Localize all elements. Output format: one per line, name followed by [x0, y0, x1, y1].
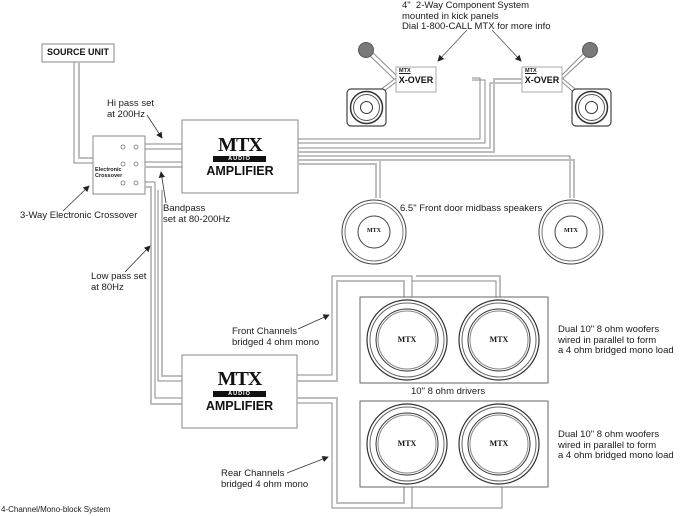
front-sub-left-badge: MTX: [397, 335, 417, 344]
tweeter-left-icon: [358, 42, 374, 58]
crossover-arrow: [62, 185, 90, 212]
midbass-right-wire-2: [298, 159, 575, 198]
low-pass-wire: [145, 181, 182, 399]
rear-sub-right-icon: [458, 403, 540, 485]
xover-right-label: X-OVER: [524, 75, 560, 85]
low-pass-wire-4: [161, 190, 182, 377]
midbass-left-badge: MTX: [367, 228, 381, 234]
xover-left-brand: MTX: [399, 68, 411, 74]
bottom-amp-audio-badge: AUDIO: [213, 391, 266, 397]
diagram-title: 4-Channel/Mono-block System: [1, 505, 111, 514]
rear-woofers-note: Dual 10" 8 ohm woofers wired in parallel…: [558, 429, 674, 461]
front-channels-arrow: [297, 314, 330, 330]
xover-left-box: [395, 66, 437, 93]
midbass-right-badge: MTX: [564, 228, 578, 234]
bottom-amplifier-box: [181, 354, 298, 429]
rear-sub-right-badge: MTX: [489, 439, 509, 448]
rear-sub-wire-3: [412, 487, 503, 509]
note-arrow-right: [491, 29, 522, 62]
xover-left-wire-2: [298, 79, 486, 144]
low-pass-wire-2: [145, 186, 182, 405]
drivers-label: 10" 8 ohm drivers: [411, 386, 486, 397]
front-sub-right-icon: [458, 299, 540, 381]
front-sub-right-badge: MTX: [489, 335, 509, 344]
electronic-crossover-box: [92, 135, 146, 195]
front-sub-wire: [297, 275, 413, 376]
bottom-amp-brand-logo: MTX: [217, 368, 263, 390]
top-amp-label: AMPLIFIER: [206, 164, 274, 178]
component-woofer-left-icon: [346, 88, 387, 127]
rear-channels-arrow: [286, 456, 329, 474]
source-wire: [73, 62, 93, 164]
crossover-label-2: Crossover: [95, 173, 123, 179]
xover-right-box: [521, 66, 563, 93]
crossover-label-1: Electronic: [95, 167, 122, 173]
xover-left-label: X-OVER: [398, 75, 434, 85]
note-arrow-left: [437, 29, 468, 62]
top-amp-audio-badge: AUDIO: [213, 156, 266, 162]
xover-left-wire: [298, 77, 481, 140]
midbass-left-wire-2: [298, 163, 377, 198]
component-system-note: 4" 2-Way Component System mounted in kic…: [402, 0, 551, 32]
front-woofers-note: Dual 10" 8 ohm woofers wired in parallel…: [558, 324, 674, 356]
midbass-right-speaker-icon: [538, 199, 604, 265]
top-amp-brand-logo: MTX: [218, 134, 263, 156]
tweeter-right-icon: [582, 42, 598, 58]
midbass-left-wire: [298, 159, 381, 198]
rear-sub-wire-2: [297, 397, 405, 504]
rear-sub-left-icon: [366, 403, 448, 485]
low-pass-note: Low pass set at 80Hz: [91, 271, 147, 293]
xover-right-wire: [298, 82, 522, 149]
xover-right-wire-2: [298, 78, 522, 153]
front-sub-wire-2: [297, 280, 405, 382]
low-pass-wire-3: [157, 190, 182, 382]
midbass-left-speaker-icon: [341, 199, 407, 265]
rear-channels-callout: Rear Channels bridged 4 ohm mono: [221, 468, 309, 490]
hi-pass-note: Hi pass set at 200Hz: [107, 98, 154, 120]
crossover-callout: 3-Way Electronic Crossover: [20, 210, 138, 221]
midbass-label: 6.5" Front door midbass speakers: [400, 203, 543, 214]
front-channels-callout: Front Channels bridged 4 ohm mono: [232, 326, 320, 348]
midbass-right-wire: [298, 155, 571, 198]
bandpass-note: Bandpass set at 80-200Hz: [163, 203, 231, 225]
bandpass-arrow: [158, 171, 167, 204]
front-sub-left-icon: [366, 299, 448, 381]
tweeter-right-wire: [561, 51, 589, 80]
low-pass-arrow: [124, 245, 151, 273]
xover-right-brand: MTX: [525, 68, 537, 74]
component-woofer-right-icon: [571, 88, 612, 127]
tweeter-left-wire: [365, 49, 397, 80]
source-unit-label: SOURCE UNIT: [46, 47, 109, 57]
crossover-knobs: [120, 144, 139, 186]
rear-sub-wire: [297, 402, 413, 509]
rear-sub-left-badge: MTX: [397, 439, 417, 448]
front-sub-wire-4: [416, 275, 501, 297]
bottom-amp-label: AMPLIFIER: [205, 399, 274, 413]
hi-pass-arrow: [146, 114, 163, 139]
front-sub-wire-3: [412, 280, 497, 297]
source-wire-2: [78, 62, 93, 159]
